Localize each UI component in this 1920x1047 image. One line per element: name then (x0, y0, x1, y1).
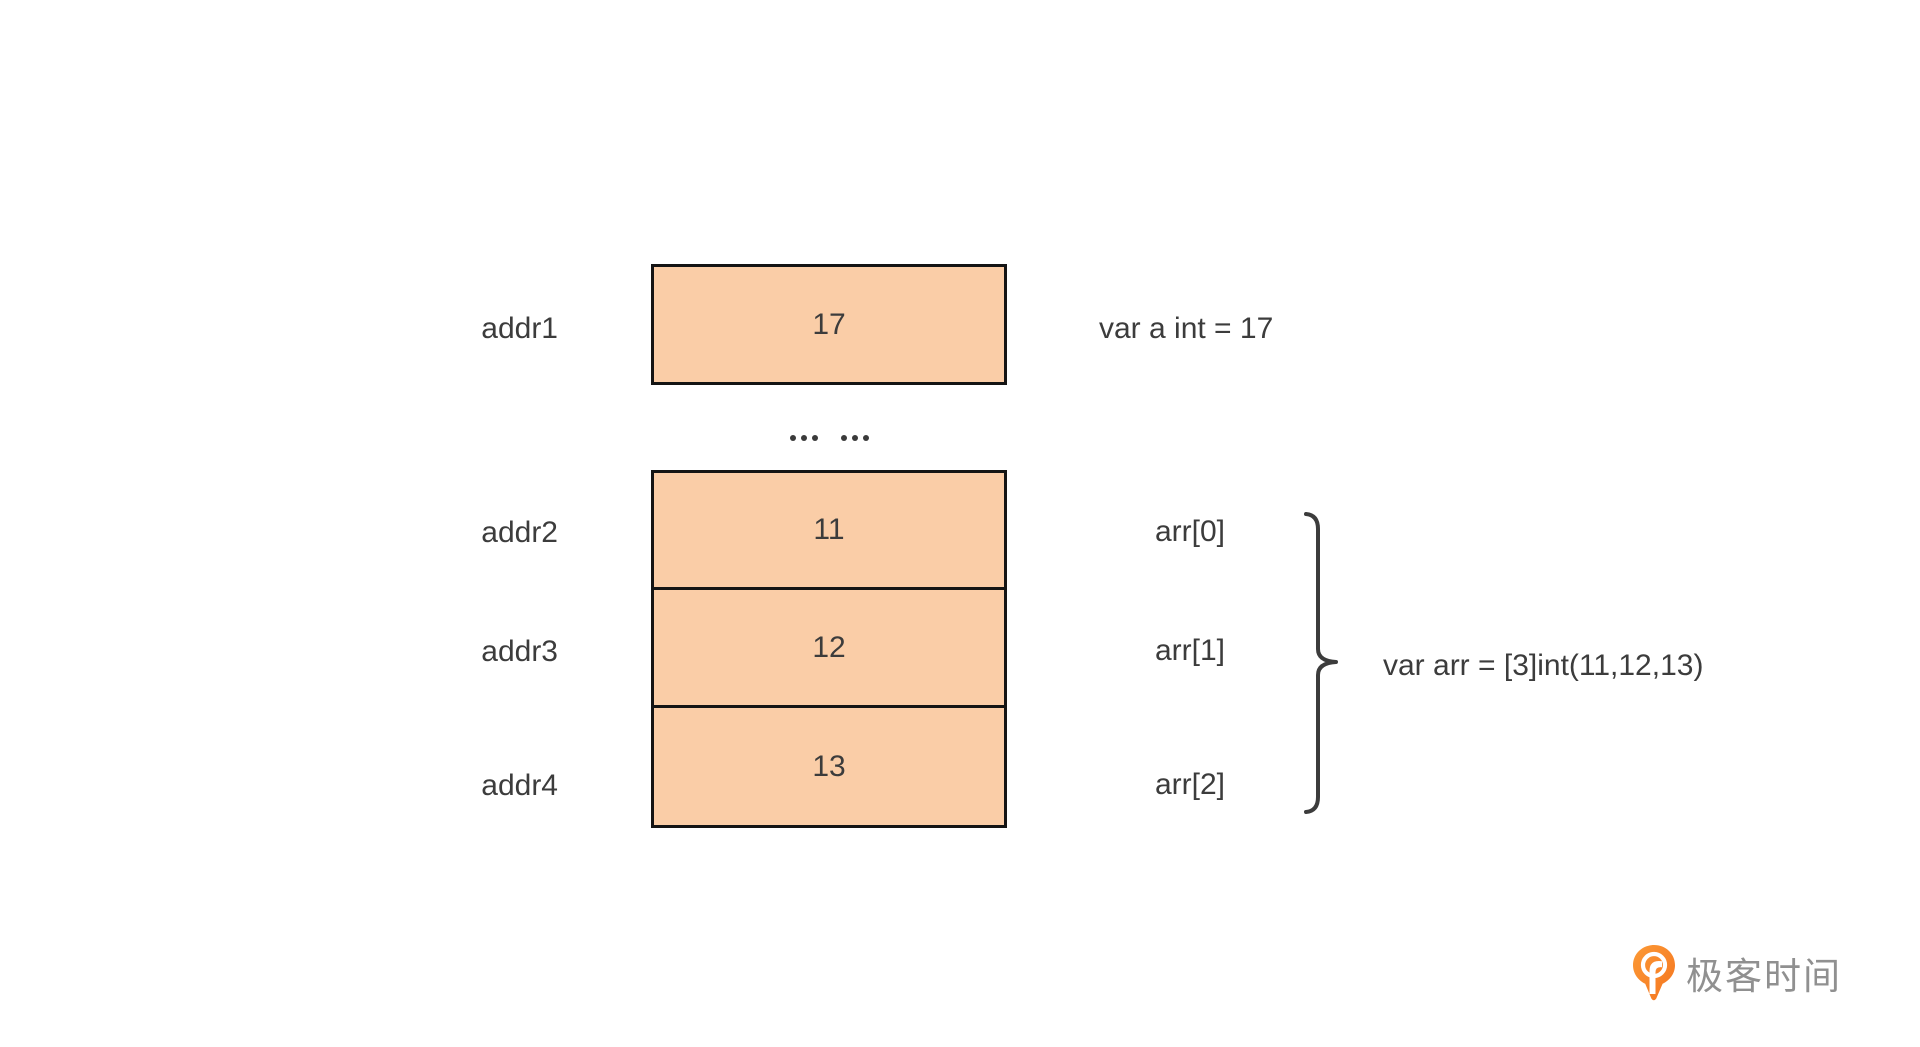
memory-cell-var-a: 17 (651, 264, 1007, 385)
index-label-arr0: arr[0] (1155, 515, 1226, 548)
geektime-logo-icon (1633, 945, 1675, 1001)
address-label-addr3: addr3 (481, 635, 558, 668)
index-label-arr1: arr[1] (1155, 634, 1226, 667)
cell-value-a: 17 (812, 307, 846, 341)
memory-cell-arr1: 12 (651, 587, 1007, 708)
annotation-var-a: var a int = 17 (1099, 312, 1274, 345)
geektime-logo: 极客时间 (1632, 944, 1842, 1002)
ellipsis-dots-icon (651, 435, 1007, 441)
index-label-arr2: arr[2] (1155, 768, 1226, 801)
cell-value-arr0: 11 (813, 513, 845, 546)
address-label-addr4: addr4 (481, 769, 558, 802)
cell-value-arr1: 12 (812, 630, 846, 664)
address-label-addr2: addr2 (481, 516, 558, 549)
curly-brace (1304, 512, 1338, 814)
dot-group (840, 435, 869, 441)
memory-cell-arr2: 13 (651, 705, 1007, 828)
address-label-addr1: addr1 (481, 312, 558, 345)
memory-cell-arr0: 11 (651, 470, 1007, 590)
geektime-logo-text: 极客时间 (1686, 956, 1842, 997)
cell-value-arr2: 13 (812, 749, 846, 783)
array-memory-block: 11 12 13 (651, 470, 1007, 828)
dot-group (789, 435, 818, 441)
annotation-var-arr: var arr = [3]int(11,12,13) (1383, 649, 1704, 682)
